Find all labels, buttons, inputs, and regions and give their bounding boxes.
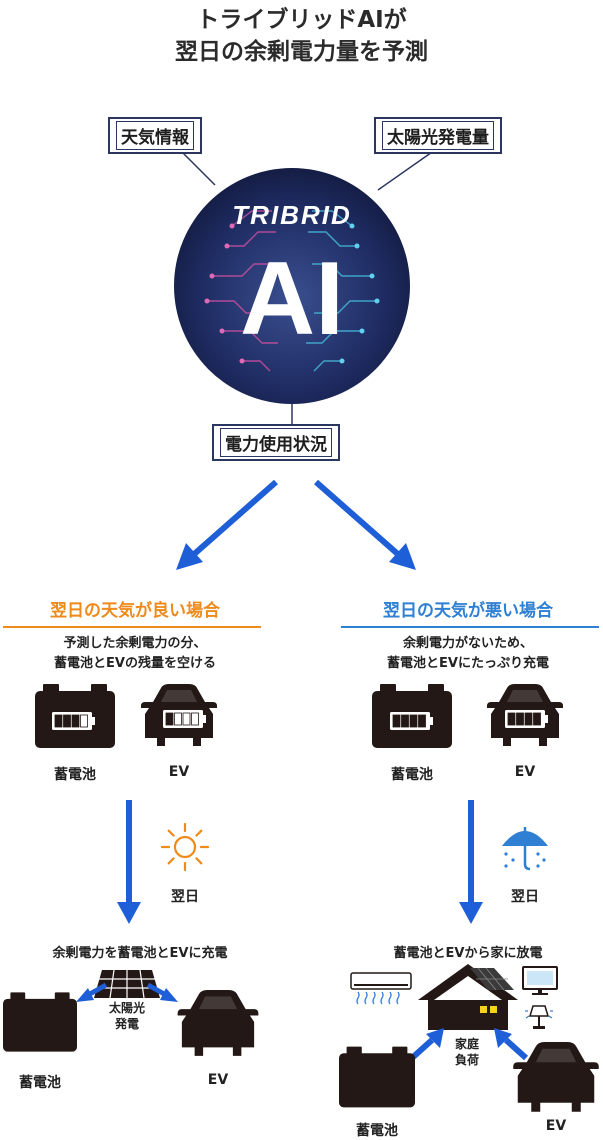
- solar-generation-text: 太陽光 発電: [97, 1000, 157, 1032]
- circuit-nodes-right: [339, 223, 380, 364]
- tribrid-brand: TRIBRID: [232, 200, 351, 230]
- good-battery-gauge-cell: [54, 714, 63, 728]
- bad-weather-underline: [341, 626, 599, 628]
- good-battery-gauge-cell: [63, 714, 71, 728]
- weather-info-box: 天気情報: [108, 117, 202, 154]
- bad-battery-label-2: 蓄電池: [356, 1123, 398, 1139]
- good-battery-gauge-cell: [71, 714, 80, 728]
- bad-battery-gauge-tip: [430, 717, 433, 725]
- lamp-icon: [525, 1005, 553, 1029]
- good-battery-label: 蓄電池: [54, 767, 96, 783]
- tribrid-ai-circle: TRIBRID AI: [174, 168, 410, 404]
- sun-icon: [160, 822, 210, 872]
- good-next-day-label: 翌日: [171, 889, 199, 905]
- title-line-2: 翌日の余剰電力量を予測: [175, 39, 428, 65]
- good-battery-label-2: 蓄電池: [19, 1075, 61, 1091]
- bad-ev-gauge-cell: [507, 712, 516, 726]
- solar-generation-label: 太陽光発電量: [382, 121, 494, 150]
- weather-info-label: 天気情報: [116, 121, 194, 150]
- good-battery-gauge: [52, 712, 95, 730]
- bad-battery-label: 蓄電池: [391, 767, 433, 783]
- bad-ev-gauge-cell: [516, 712, 524, 726]
- solar-line-1: 太陽光: [108, 1001, 145, 1015]
- good-ev-gauge-tip: [203, 715, 206, 723]
- bad-battery-gauge-cell: [401, 714, 409, 728]
- good-battery-gauge-tip: [92, 717, 95, 725]
- good-desc: 予測した余剰電力の分、 蓄電池とEVの残量を空ける: [0, 634, 270, 674]
- bad-ev-gauge-cell: [524, 712, 533, 726]
- solar-generation-box: 太陽光発電量: [374, 117, 502, 154]
- good-ev-gauge: [163, 710, 206, 728]
- home-load-text: 家庭 負荷: [442, 1036, 492, 1068]
- umbrella-rain-icon: [502, 827, 548, 871]
- good-result-title: 余剰電力を蓄電池とEVに充電: [52, 946, 228, 961]
- bad-battery-gauge-cell: [418, 714, 426, 728]
- good-ev-label-2: EV: [207, 1072, 229, 1088]
- bad-desc-line-2: 蓄電池とEVにたっぷり充電: [387, 656, 549, 671]
- bad-battery-gauge-cell: [392, 714, 401, 728]
- bad-ev-gauge-cell: [533, 712, 541, 726]
- solar-line-2: 発電: [114, 1017, 139, 1031]
- bad-ev-gauge-tip: [545, 715, 548, 723]
- air-conditioner-icon: [350, 972, 412, 1005]
- good-ev-gauge-cell: [165, 712, 174, 726]
- bad-battery-gauge: [390, 712, 433, 730]
- bad-ev-label-2: EV: [545, 1118, 567, 1134]
- power-usage-box: 電力使用状況: [212, 424, 340, 461]
- battery-icon: [339, 1046, 415, 1108]
- bad-ev-label: EV: [514, 764, 536, 780]
- circuit-traces-right: [306, 210, 377, 372]
- good-ev-gauge-cell: [191, 712, 199, 726]
- tv-icon: [522, 966, 558, 995]
- house-icon: [418, 964, 518, 1030]
- good-ev-gauge-cell: [182, 712, 191, 726]
- ai-label: AI: [240, 241, 344, 357]
- bad-desc: 余剰電力がないため、 蓄電池とEVにたっぷり充電: [333, 634, 603, 674]
- good-weather-heading: 翌日の天気が良い場合: [50, 601, 220, 621]
- bad-weather-heading: 翌日の天気が悪い場合: [383, 601, 553, 621]
- circuit-nodes-left: [204, 223, 245, 364]
- bad-ev-gauge: [505, 710, 548, 728]
- title-line-1: トライブリッドAIが: [196, 7, 407, 33]
- good-ev-label: EV: [168, 764, 190, 780]
- good-desc-line-2: 蓄電池とEVの残量を空ける: [54, 656, 216, 671]
- good-desc-line-1: 予測した余剰電力の分、: [63, 636, 207, 651]
- bad-battery-gauge-cell: [409, 714, 418, 728]
- good-weather-underline: [3, 626, 261, 628]
- bad-next-day-label: 翌日: [511, 889, 539, 905]
- home-load-line-1: 家庭: [454, 1037, 479, 1051]
- ev-car-icon: [510, 1042, 602, 1114]
- bad-desc-line-1: 余剰電力がないため、: [402, 636, 533, 651]
- bad-result-title: 蓄電池とEVから家に放電: [393, 946, 543, 961]
- home-load-line-2: 負荷: [454, 1053, 479, 1067]
- good-battery-gauge-cell: [80, 714, 88, 728]
- solar-panel-icon: [94, 969, 160, 999]
- power-usage-label: 電力使用状況: [220, 428, 332, 457]
- circuit-traces-left: [207, 210, 278, 372]
- good-ev-gauge-cell: [174, 712, 182, 726]
